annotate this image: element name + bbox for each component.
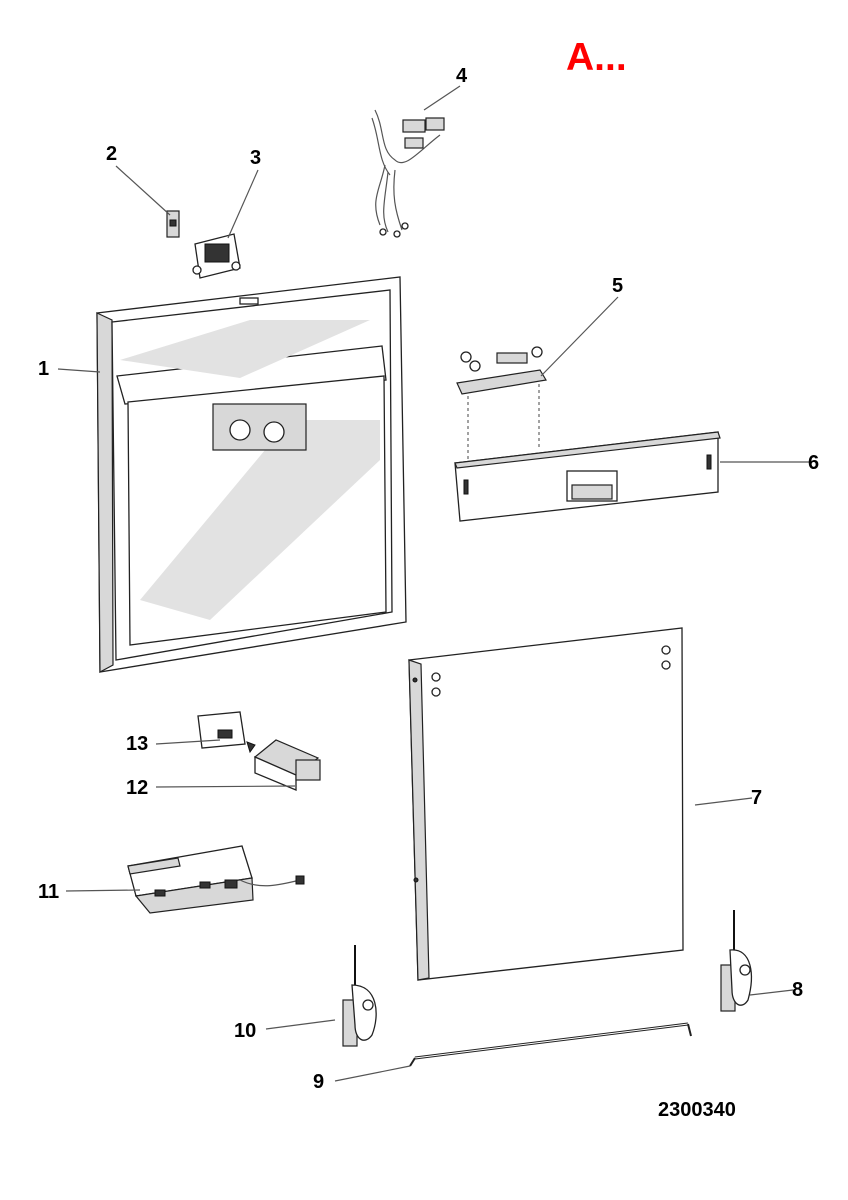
part-3-door-lock[interactable]	[192, 233, 241, 279]
part-8-hinge-right[interactable]	[720, 910, 752, 1012]
label-part-13: 13	[126, 733, 148, 755]
drawing-number: 2300340	[658, 1099, 736, 1121]
part-12-module-box[interactable]	[253, 739, 321, 791]
part-13-label-plate[interactable]	[197, 711, 256, 754]
part-5-control-bracket[interactable]	[456, 346, 547, 460]
label-part-9: 9	[313, 1071, 324, 1093]
label-part-5: 5	[612, 275, 623, 297]
label-part-7: 7	[751, 787, 762, 809]
label-part-1: 1	[38, 358, 49, 380]
part-4-wiring-harness[interactable]	[371, 109, 445, 238]
part-7-outer-door[interactable]	[408, 627, 684, 981]
part-11-electronic-module[interactable]	[127, 845, 305, 914]
part-9-rod[interactable]	[409, 1022, 692, 1067]
reference-mark: A...	[566, 36, 627, 79]
label-part-6: 6	[808, 452, 819, 474]
label-part-3: 3	[250, 147, 261, 169]
label-part-12: 12	[126, 777, 148, 799]
label-part-2: 2	[106, 143, 117, 165]
part-6-control-panel[interactable]	[454, 431, 721, 522]
label-part-4: 4	[456, 65, 468, 87]
label-part-10: 10	[234, 1020, 256, 1042]
part-10-hinge-left[interactable]	[342, 945, 377, 1047]
label-part-8: 8	[792, 979, 803, 1001]
part-2-clip[interactable]	[166, 210, 180, 238]
part-1-inner-door[interactable]	[96, 276, 407, 674]
label-part-11: 11	[38, 881, 59, 903]
